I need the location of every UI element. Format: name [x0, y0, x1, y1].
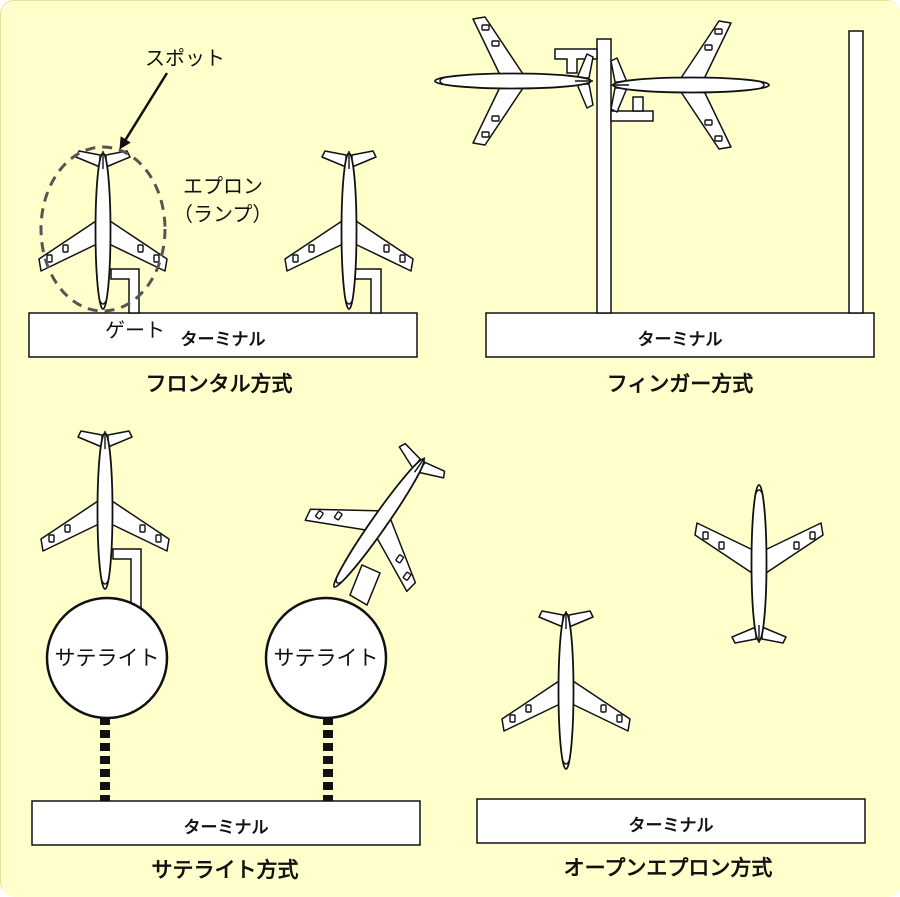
- arrow-icon: [119, 72, 169, 150]
- satellite-building: [45, 596, 169, 720]
- satellite-section: ターミナル サテライト サテライト サテライト方式: [31, 419, 479, 882]
- gate-label: ゲート: [105, 318, 165, 342]
- terminal-label-open-apron: ターミナル: [629, 816, 714, 836]
- system-label-frontal: フロンタル方式: [146, 372, 293, 396]
- terminal-satellite: [31, 800, 421, 846]
- system-label-open-apron: オープンエプロン方式: [564, 856, 773, 880]
- system-label-satellite: サテライト方式: [152, 858, 299, 882]
- system-label-finger: フィンガー方式: [607, 372, 754, 396]
- frontal-section: ターミナル スポット エプロン （ランプ） ゲート フロンタル方式: [28, 46, 418, 396]
- apron-label-line2: （ランプ）: [173, 202, 272, 226]
- finger-section: ターミナル フィンガー方式: [434, 16, 875, 396]
- terminal-label-satellite: ターミナル: [184, 818, 269, 838]
- satellite-label: サテライト: [274, 646, 379, 670]
- satellite-label: サテライト: [55, 646, 160, 670]
- apron-label-line1: エプロン: [183, 174, 263, 198]
- terminal-open-apron: [476, 798, 866, 844]
- spot-ring: [39, 145, 167, 313]
- terminal-finger: [485, 312, 875, 358]
- open-apron-section: ターミナル オープンエプロン方式: [476, 484, 866, 880]
- terminal-label-frontal: ターミナル: [181, 330, 266, 350]
- terminal-frontal: [28, 312, 418, 358]
- terminal-label-finger: ターミナル: [638, 330, 723, 350]
- jet-bridge-icon: [349, 563, 381, 607]
- satellite-building: [264, 596, 388, 720]
- finger-pier: [596, 38, 612, 314]
- jet-bridge-icon: [632, 96, 644, 112]
- spot-label: スポット: [145, 46, 225, 70]
- finger-pier: [848, 30, 864, 314]
- jet-bridge-icon: [110, 268, 140, 314]
